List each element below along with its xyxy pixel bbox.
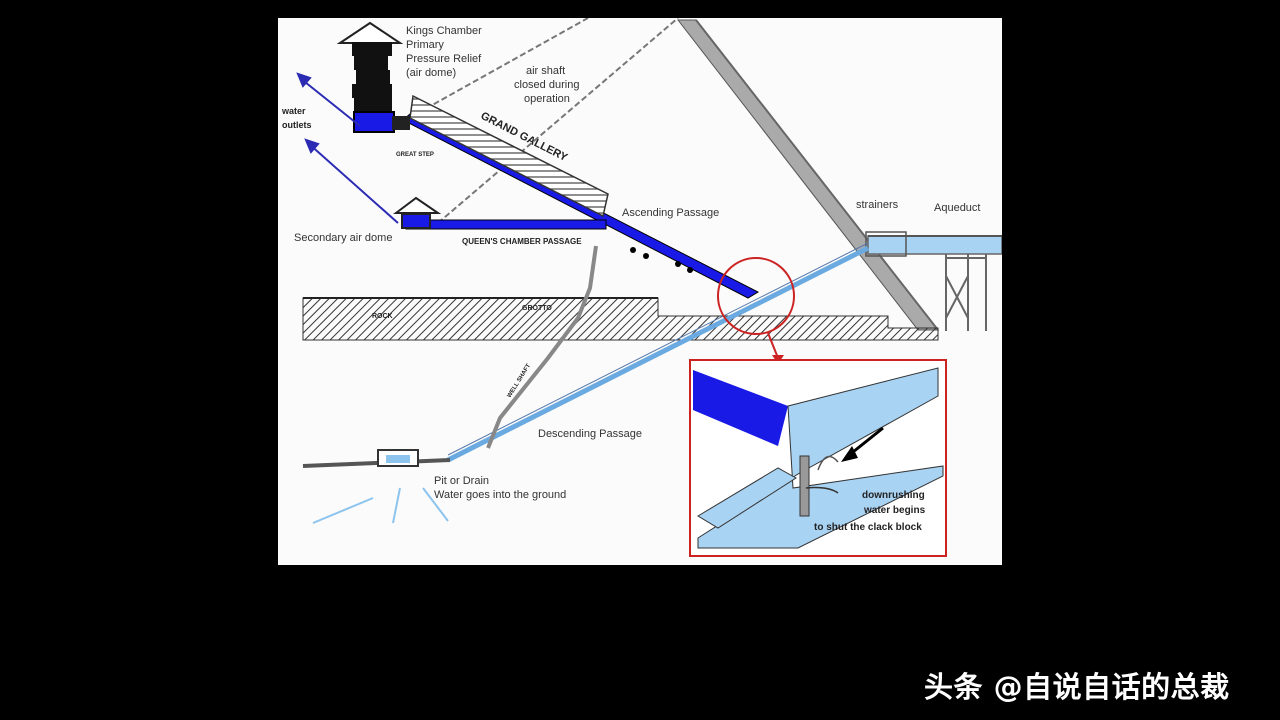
granite-plugs — [630, 247, 693, 273]
highlight-connector — [767, 332, 779, 359]
watermark: 头条 @自说自话的总裁 — [924, 670, 1230, 704]
drain-arrows — [312, 487, 449, 524]
secondary-air-dome — [393, 196, 442, 229]
pit-drain — [377, 449, 419, 467]
air-shaft-lower — [437, 17, 679, 224]
label-secondary-air-dome: Secondary air dome — [294, 232, 392, 244]
descending-passage-edge — [447, 242, 869, 456]
pyramid-face-line — [695, 19, 939, 331]
label-descending-passage: Descending Passage — [538, 428, 642, 440]
label-air-shaft-2: closed during — [514, 79, 579, 91]
diagram-svg: Kings Chamber Primary Pressure Relief (a… — [281, 17, 1003, 557]
label-ascending-passage: Ascending Passage — [622, 207, 719, 219]
label-rock: ROCK — [372, 313, 393, 320]
label-kings-chamber-3: Pressure Relief — [406, 53, 482, 65]
rock-strata — [302, 297, 939, 341]
label-kings-chamber-1: Kings Chamber — [406, 25, 482, 37]
label-grotto: GROTTO — [522, 305, 552, 312]
inset-caption-3: to shut the clack block — [814, 522, 922, 533]
kings-chamber-stack — [336, 21, 410, 133]
grand-gallery — [409, 94, 609, 218]
label-queens-chamber-passage: QUEEN'S CHAMBER PASSAGE — [462, 237, 582, 246]
inset-detail[interactable] — [689, 359, 947, 557]
water-outlet-arrows — [296, 72, 399, 224]
pit-horizontal — [302, 458, 451, 468]
label-aqueduct: Aqueduct — [934, 202, 980, 214]
label-kings-chamber-2: Primary — [406, 39, 444, 51]
label-air-shaft-3: operation — [524, 93, 570, 105]
pyramid-casing — [676, 19, 940, 331]
label-air-shaft-1: air shaft — [526, 65, 565, 77]
highlight-circle[interactable] — [717, 257, 795, 335]
label-water-outlets-2: outlets — [282, 120, 312, 130]
aqueduct-trestle — [945, 254, 987, 331]
label-strainers: strainers — [856, 199, 899, 211]
inset-caption-1: downrushing — [862, 490, 925, 501]
label-great-step: GREAT STEP — [396, 152, 434, 158]
queens-chamber-passage[interactable] — [405, 219, 607, 230]
well-shaft[interactable] — [486, 245, 598, 449]
aqueduct-channel[interactable] — [867, 235, 1003, 255]
label-pit-drain-2: Water goes into the ground — [434, 489, 566, 501]
label-pit-drain-1: Pit or Drain — [434, 475, 489, 487]
label-water-outlets-1: water — [281, 106, 306, 116]
label-kings-chamber-4: (air dome) — [406, 67, 456, 79]
air-shaft-upper — [417, 17, 589, 114]
descending-passage[interactable] — [446, 245, 870, 463]
inset-caption-2: water begins — [863, 505, 926, 516]
pyramid-pump-diagram: Kings Chamber Primary Pressure Relief (a… — [278, 17, 1003, 565]
